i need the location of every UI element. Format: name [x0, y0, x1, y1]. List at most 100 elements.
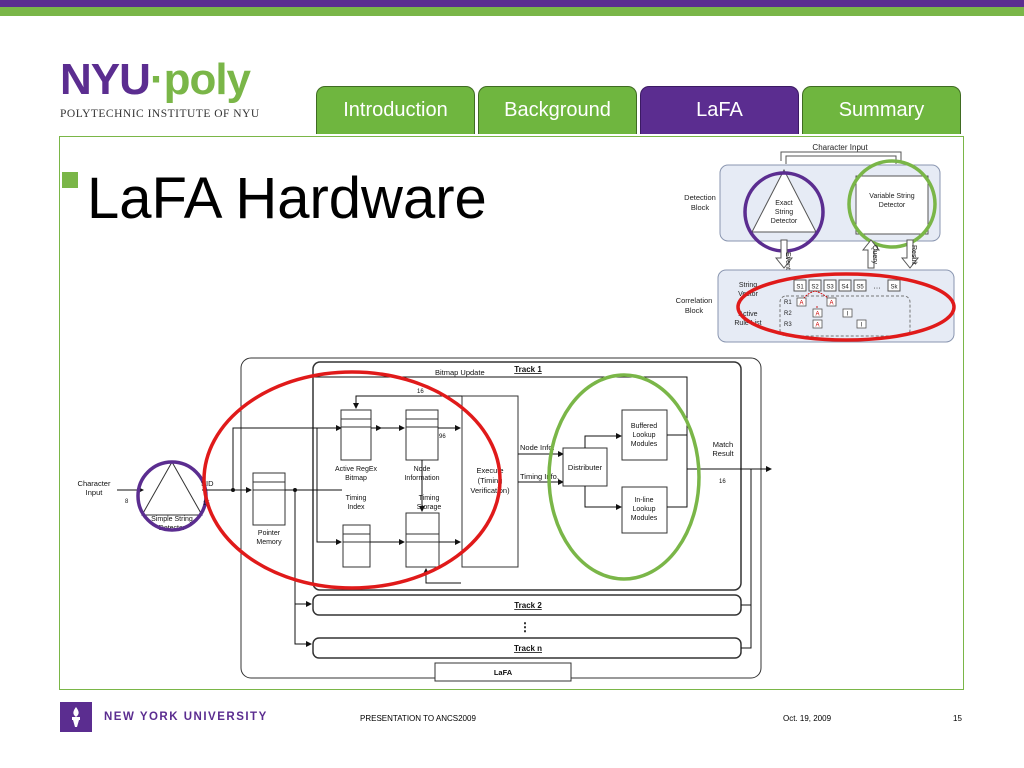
variable-detector-box [855, 175, 929, 235]
rule-cell [856, 319, 867, 329]
inline-label-1: In-line [634, 497, 653, 504]
exact-detector-triangle [751, 168, 817, 233]
vector-cell [853, 279, 867, 292]
logo-subtitle: POLYTECHNIC INSTITUTE OF NYU [60, 108, 260, 120]
lafa-hardware-diagram: Track 1 Track 2 ⋮ Track n LaFA Character… [78, 357, 772, 682]
vector-cell-label: S2 [811, 285, 819, 291]
tab-background[interactable]: Background [478, 86, 637, 134]
execute-label-3: Verification) [470, 486, 510, 495]
string-vector-cells: S1 S2 S3 S4 S5 … Sk [793, 279, 901, 292]
variable-detector-label-1: Variable String [869, 193, 915, 200]
tab-lafa[interactable]: LaFA [640, 86, 799, 134]
main-character-input-1: Character [78, 479, 111, 488]
vector-cell [887, 279, 901, 292]
simple-detector-label-1: Simple String [151, 516, 193, 523]
string-vector-label-1: String [739, 282, 757, 289]
tab-summary[interactable]: Summary [802, 86, 961, 134]
rule-cell-a: A [815, 312, 819, 318]
inline-lookup-box [621, 486, 668, 534]
vector-cell-label: S5 [856, 285, 864, 291]
lookup-modules-highlight [547, 373, 701, 581]
logo-wordmark: NYU·poly [60, 58, 270, 102]
rule-r3: R3 [784, 322, 792, 328]
rule-cell [812, 319, 823, 329]
inline-label-2: Lookup [633, 506, 656, 513]
rule-cell [826, 297, 837, 307]
footer-date: Oct. 19, 2009 [783, 714, 832, 723]
track1-label: Track 1 [514, 365, 542, 374]
vector-cell-label: S1 [796, 285, 804, 291]
title-bullet [62, 172, 78, 188]
execute-label-1: Execute [476, 466, 503, 475]
active-rule-list-label-2: Rule List [734, 320, 761, 327]
timing-index-label-2: Index [347, 504, 365, 511]
simple-string-detector-triangle [141, 460, 203, 516]
content-frame [59, 136, 964, 690]
logo-nyu: NYU [60, 55, 151, 104]
active-regex-label-2: Bitmap [345, 475, 367, 482]
timing-storage-label-1: Timing [419, 495, 440, 502]
event-label: Event [784, 252, 791, 270]
rule-cell-a: A [799, 301, 803, 307]
timing-index-label-1: Timing [346, 495, 367, 502]
tab-introduction[interactable]: Introduction [316, 86, 475, 134]
pointer-memory-label-1: Pointer [258, 530, 281, 537]
exact-detector-label-1: Exact [775, 200, 793, 207]
pointer-memory-box [252, 472, 286, 526]
match-result-label-2: Result [712, 449, 734, 458]
vector-cell-label: Sk [890, 285, 898, 291]
correlation-block-label-1: Correlation [676, 296, 713, 305]
page-number: 15 [953, 714, 962, 723]
rule-cell-a: A [829, 301, 833, 307]
sid-label: SID [201, 479, 214, 488]
execute-label-2: (Timing [478, 476, 503, 485]
variable-detector-label-2: Detector [879, 202, 906, 209]
trackn-label: Track n [514, 644, 542, 653]
buffered-label-1: Buffered [631, 423, 657, 430]
node-info-flow-label: Node Info. [520, 443, 555, 452]
track-processing-highlight [202, 370, 502, 590]
vector-cell-label: S4 [841, 285, 849, 291]
active-regex-bitmap-box [340, 409, 372, 461]
result-label: Result [910, 245, 917, 265]
logo-dot: · [149, 55, 165, 104]
lafa-label-box [434, 662, 572, 682]
active-regex-label-1: Active RegEx [335, 466, 378, 473]
active-rule-list-box [779, 295, 911, 337]
slide-title: LaFA Hardware [87, 166, 487, 231]
main-character-input-2: Input [86, 488, 104, 497]
buffered-lookup-box [621, 409, 668, 461]
lafa-label: LaFA [494, 668, 513, 677]
detection-block-label-1: Detection [684, 193, 716, 202]
nyu-torch-icon [60, 702, 92, 732]
width-96-label: 96 [439, 434, 446, 440]
width-8-label: 8 [125, 499, 129, 505]
rule-cell-a: A [815, 323, 819, 329]
vector-cell [838, 279, 852, 292]
active-rule-list-label-1: Active [738, 311, 757, 318]
match-result-label-1: Match [713, 440, 733, 449]
vector-cell [823, 279, 837, 292]
detection-correlation-diagram: Character Input Detection Block Exact St… [676, 143, 956, 343]
node-information-box [405, 409, 439, 461]
top-character-input: Character Input [812, 143, 868, 152]
query-label: Query [871, 245, 878, 265]
inline-label-3: Modules [631, 515, 658, 522]
timing-storage-box [405, 512, 440, 568]
nyu-footer-logo: NEW YORK UNIVERSITY [60, 702, 268, 732]
exact-detector-label-3: Detector [771, 218, 798, 225]
rule-cell-i: I [861, 323, 863, 329]
detection-block-label-2: Block [691, 203, 710, 212]
timing-info-flow-label: Timing Info. [520, 472, 559, 481]
logo-poly: poly [163, 55, 251, 104]
rule-cell [812, 308, 823, 318]
variable-detector-highlight [847, 159, 937, 249]
width-16-label: 16 [417, 389, 424, 395]
correlation-highlight [736, 272, 956, 342]
buffered-label-3: Modules [631, 441, 658, 448]
track2-label: Track 2 [514, 601, 542, 610]
footer-presentation: PRESENTATION TO ANCS2009 [360, 714, 476, 723]
nyu-poly-logo: NYU·poly POLYTECHNIC INSTITUTE OF NYU [60, 58, 270, 128]
distributer-label: Distributer [568, 463, 603, 472]
bitmap-update-label: Bitmap Update [435, 368, 485, 377]
